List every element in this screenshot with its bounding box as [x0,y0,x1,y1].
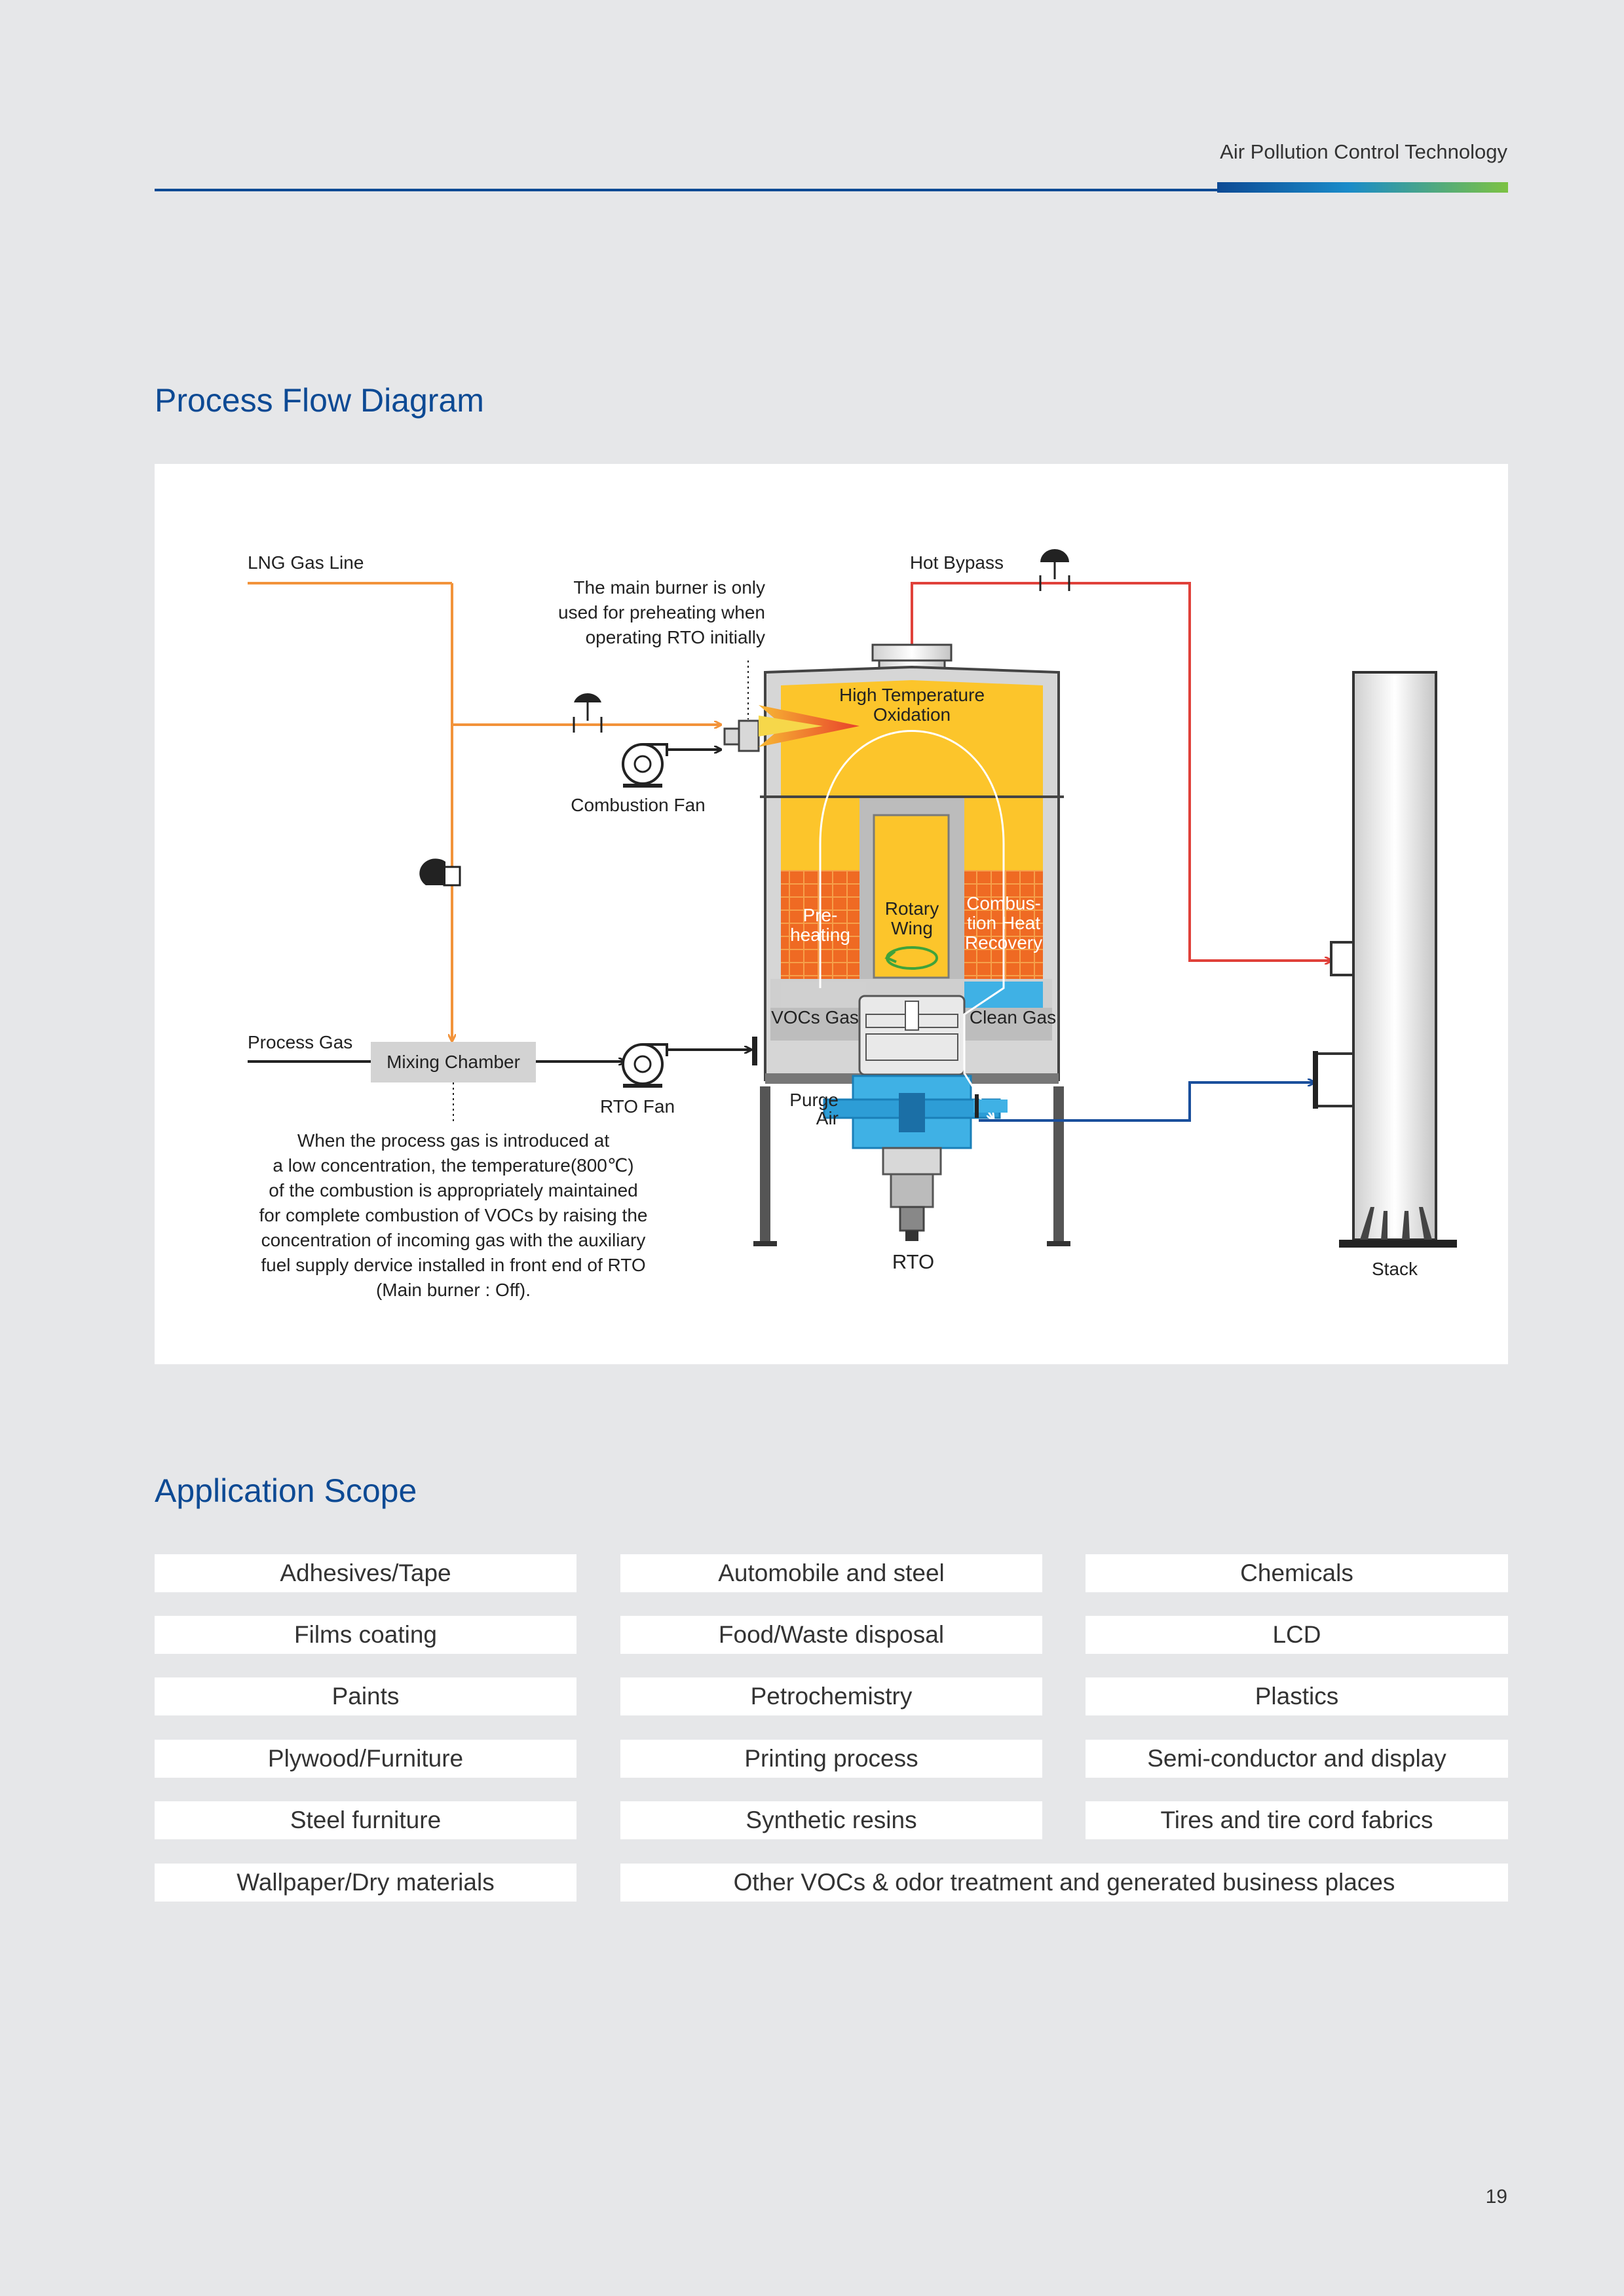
mixing-chamber [371,1042,536,1082]
scope-cell: Paints [155,1677,576,1715]
high-temp-label-2: Oxidation [873,704,951,725]
rto-fan-icon [622,1043,668,1088]
scope-cell: Chemicals [1086,1554,1508,1592]
heat-recovery-label-2: tion Heat [967,913,1040,933]
scope-cell: Food/Waste disposal [620,1616,1042,1654]
vocs-gas-label: VOCs Gas [771,1007,859,1027]
process-flow-svg: LNG Gas Line The main burner is only use… [248,549,1457,1300]
scope-cell: Steel furniture [155,1801,576,1839]
burner-note-line-3: operating RTO initially [586,627,765,647]
scope-cell: Films coating [155,1616,576,1654]
process-note-line-1: When the process gas is introduced at [297,1130,609,1151]
burner-valve-icon [573,693,603,733]
scope-cell: Automobile and steel [620,1554,1042,1592]
process-note-line-4: for complete combustion of VOCs by raisi… [259,1205,648,1225]
process-note-line-7: (Main burner : Off). [376,1280,531,1300]
process-note-line-2: a low concentration, the temperature(800… [273,1155,633,1176]
process-flow-diagram: LNG Gas Line The main burner is only use… [155,464,1508,1364]
purge-air-label-2: Air [816,1108,839,1128]
preheating-label-2: heating [790,925,850,945]
preheating-label-1: Pre- [803,905,838,925]
lng-gas-line-label: LNG Gas Line [248,552,364,573]
scope-cell: Tires and tire cord fabrics [1086,1801,1508,1839]
scope-cell: LCD [1086,1616,1508,1654]
scope-cell: Wallpaper/Dry materials [155,1864,576,1902]
rto-fan-label: RTO Fan [600,1096,675,1117]
scope-cell: Petrochemistry [620,1677,1042,1715]
rotary-wing-label-1: Rotary [885,898,939,919]
process-gas-label: Process Gas [248,1032,352,1052]
scope-cell: Plywood/Furniture [155,1740,576,1778]
process-note-line-3: of the combustion is appropriately maint… [269,1180,637,1200]
scope-cell: Semi-conductor and display [1086,1740,1508,1778]
header-accent-bar [1217,182,1508,193]
rto-label: RTO [892,1250,934,1273]
process-note-line-6: fuel supply dervice installed in front e… [261,1255,645,1275]
lng-valve-icon [419,858,461,887]
stack-label: Stack [1372,1259,1418,1279]
scope-cell: Synthetic resins [620,1801,1042,1839]
high-temp-label-1: High Temperature [839,685,985,705]
rto-vessel [753,643,1070,1246]
combustion-fan-icon [622,743,668,788]
scope-cell: Adhesives/Tape [155,1554,576,1592]
header-section-title: Air Pollution Control Technology [1220,140,1507,163]
process-note-line-5: concentration of incoming gas with the a… [261,1230,646,1250]
mixing-chamber-label: Mixing Chamber [387,1052,520,1072]
burner-note-line-1: The main burner is only [573,577,765,598]
heat-recovery-label-3: Recovery [965,932,1042,953]
stack [1313,671,1457,1248]
clean-gas-label: Clean Gas [970,1007,1056,1027]
hot-bypass-label: Hot Bypass [910,552,1004,573]
combustion-fan-label: Combustion Fan [571,795,705,815]
scope-cell: Plastics [1086,1677,1508,1715]
process-flow-title: Process Flow Diagram [155,382,484,419]
application-scope-title: Application Scope [155,1472,417,1509]
scope-cell-wide: Other VOCs & odor treatment and generate… [620,1864,1508,1902]
header-rule [155,189,1217,191]
main-burner-icon [723,705,859,752]
purge-air-label-1: Purge [789,1090,839,1110]
scope-cell: Printing process [620,1740,1042,1778]
page-number: 19 [1485,2186,1507,2208]
burner-note-line-2: used for preheating when [558,602,765,622]
rotary-wing-label-2: Wing [891,918,933,938]
hot-bypass-valve-icon [1039,549,1070,591]
heat-recovery-label-1: Combus- [966,893,1041,913]
